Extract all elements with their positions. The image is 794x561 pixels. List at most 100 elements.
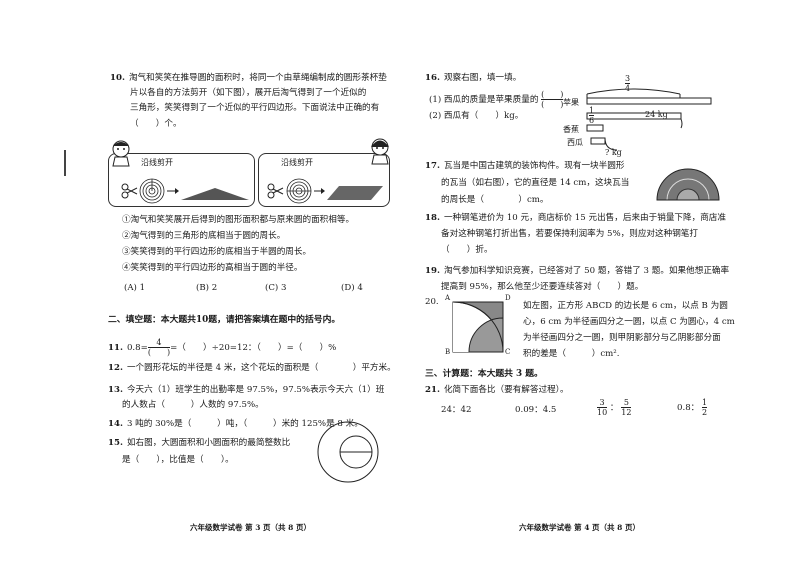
q20-number: 20. <box>425 297 439 307</box>
r4-bottom: 2 <box>702 408 708 417</box>
page-footer-4: 六年级数学试卷 第 4 页（共 8 页） <box>519 523 640 532</box>
q21-title: 21.化简下面各比（要有解答过程）。 <box>425 384 569 397</box>
cut-label-right: 沿线剪开 <box>281 158 313 167</box>
q20-text-3: 为半径画四分之一圆，则甲阴影部分与乙阴影部分面 <box>523 333 721 343</box>
q18-text-2: 备对这种钢笔打折出售，若要保持利润率为 5%，则应对这种钢笔打 <box>441 229 698 239</box>
q19-text-1: 淘气参加科学知识竞赛，已经答对了 50 题，答错了 3 题。如果他想正确率 <box>443 266 730 276</box>
q16-title-text: 观察右图，填一填。 <box>443 73 522 83</box>
q11-pre: 0.8= <box>126 343 148 353</box>
fig-24kg-label: 24 kg <box>645 110 668 119</box>
q16-item1-blank[interactable]: ( )( ) <box>541 90 564 109</box>
fig-apple-label: 苹果 <box>563 98 579 107</box>
q10-statement-2: ②淘气得到的三角形的底相当于圆的周长。 <box>122 231 286 241</box>
scissors-icon <box>267 183 284 199</box>
vertex-a-label: A <box>445 294 451 302</box>
q10-option-c[interactable]: (C) 3 <box>265 283 287 293</box>
q21-ratio-1: 24：42 <box>441 405 472 415</box>
binding-mark <box>64 150 66 176</box>
section-2-heading: 二、填空题：本大题共10题，请把答案填在题中的括号内。 <box>108 315 341 325</box>
q12: 12.一个圆形花坛的半径是 4 米，这个花坛的面积是（ ）平方米。 <box>108 362 396 375</box>
triangle-shape <box>181 188 249 200</box>
q16-item2[interactable]: (2) 西瓜有（ ）kg。 <box>429 111 524 121</box>
q13-text-2[interactable]: 的人数占（ ）人数的 97.5%。 <box>122 400 264 410</box>
q12-text[interactable]: 一个圆形花坛的半径是 4 米，这个花坛的面积是（ ）平方米。 <box>126 363 396 373</box>
q12-number: 12. <box>108 363 123 373</box>
r3b-top: 5 <box>623 398 629 407</box>
q17-text-2: 的瓦当（如右图），它的直径是 14 cm，这块瓦当 <box>441 178 630 188</box>
q14-text[interactable]: 3 吨的 30%是（ ）吨，（ ）米的 125%是 8 米。 <box>126 419 363 429</box>
vertex-b-label: B <box>445 348 451 356</box>
q10-line3: 三角形，笑笑得到了一个近似的平行四边形。下面说法中正确的有 <box>130 103 380 113</box>
q11-frac-bottom[interactable]: ( ) <box>147 348 171 357</box>
q19-text-2[interactable]: 提高到 95%，那么他至少还要连续答对（ ）题。 <box>441 282 644 292</box>
cut-figure-left-svg <box>121 178 249 204</box>
q13-text-1: 今天六（1）班学生的出勤率是 97.5%，97.5%表示今天六（1）班 <box>126 385 385 395</box>
q10-option-a[interactable]: (A) 1 <box>124 283 146 293</box>
scissors-icon <box>121 183 138 199</box>
q10-text-1: 淘气和笑笑在推导圆的面积时，将同一个由草绳编制成的圆形茶杯垫 <box>128 73 387 83</box>
q15-line1: 15.如右图，大圆面积和小圆面积的最简整数比 <box>108 437 290 450</box>
q20-text-1: 如左图，正方形 ABCD 的边长是 6 cm，以点 B 为圆 <box>523 301 728 311</box>
q18-line1: 18.一种钢笔进价为 10 元，商店标价 15 元出售，后来由于销量下降，商店准 <box>425 212 726 225</box>
q14-number: 14. <box>108 419 123 429</box>
q21-number: 21. <box>425 385 440 395</box>
q10-option-d[interactable]: (D) 4 <box>341 283 363 293</box>
q10-line4: （ ）个。 <box>130 119 182 129</box>
q15-text-1: 如右图，大圆面积和小圆面积的最简整数比 <box>126 438 291 448</box>
concentric-circle-icon <box>286 178 312 204</box>
q21-ratio-2: 0.09：4.5 <box>515 405 557 415</box>
q21-title-text: 化简下面各比（要有解答过程）。 <box>443 385 569 395</box>
q11-fraction: 4( ) <box>147 338 171 357</box>
q16-title: 16.观察右图，填一填。 <box>425 72 521 85</box>
r3a-bottom: 10 <box>597 408 608 417</box>
q11: 11.0.8=4( )=（ ）÷20=12：（ ）=（ ）% <box>108 338 336 357</box>
q10-line2: 片以各自的方法剪开（如下图），展开后淘气得到了一个近似的 <box>130 88 367 98</box>
q19-number: 19. <box>425 266 440 276</box>
q10-line1: 10.淘气和笑笑在推导圆的面积时，将同一个由草绳编制成的圆形茶杯垫 <box>110 72 387 85</box>
q18-text-1: 一种钢笔进价为 10 元，商店标价 15 元出售，后来由于销量下降，商店准 <box>443 213 726 223</box>
frac34-bottom: 4 <box>625 84 631 93</box>
q20-text-4[interactable]: 积的差是（ ）cm². <box>523 349 620 359</box>
vertex-d-label: D <box>505 294 511 302</box>
section-3-heading: 三、计算题：本大题共 3 题。 <box>425 369 543 379</box>
cut-figure-left: 沿线剪开 <box>108 153 255 207</box>
q17-text-1: 瓦当是中国古建筑的装饰构件。现有一块半圆形 <box>443 161 625 171</box>
vertex-c-label: C <box>505 348 511 356</box>
fig-melon-label: 西瓜 <box>567 138 583 147</box>
q14: 14.3 吨的 30%是（ ）吨，（ ）米的 125%是 8 米。 <box>108 418 363 431</box>
q20-square-svg <box>452 301 504 353</box>
concentric-circle-icon <box>139 178 165 204</box>
r3a-top: 3 <box>599 398 605 407</box>
q16-number: 16. <box>425 73 440 83</box>
q13-line1: 13.今天六（1）班学生的出勤率是 97.5%，97.5%表示今天六（1）班 <box>108 384 384 397</box>
cut-label-left: 沿线剪开 <box>141 158 173 167</box>
r3b-bottom: 12 <box>621 408 632 417</box>
q15-number: 15. <box>108 438 123 448</box>
q11-number: 11. <box>108 343 123 353</box>
girl-cartoon-icon <box>371 138 389 165</box>
q11-frac-top: 4 <box>156 338 162 347</box>
parallelogram-shape <box>327 186 383 200</box>
q10-statement-4: ④笑笑得到的平行四边形的高相当于圆的半径。 <box>122 263 303 273</box>
q11-post[interactable]: =（ ）÷20=12：（ ）=（ ）% <box>170 343 337 353</box>
q10-option-b[interactable]: (B) 2 <box>196 283 218 293</box>
q10-number: 10. <box>110 73 125 83</box>
fig-banana-label: 香蕉 <box>563 125 579 134</box>
q16-item1-text: (1) 西瓜的质量是苹果质量的 <box>429 95 539 105</box>
q15-circles-figure <box>317 421 379 483</box>
q13-number: 13. <box>108 385 123 395</box>
q16-item1: (1) 西瓜的质量是苹果质量的 ( )( ) <box>429 90 564 109</box>
q17-line1: 17.瓦当是中国古建筑的装饰构件。现有一块半圆形 <box>425 160 624 173</box>
q15-text-2[interactable]: 是（ ），比值是（ ）。 <box>122 455 234 465</box>
frac16-top: 1 <box>589 106 595 115</box>
boy-cartoon-icon <box>112 140 130 167</box>
r4-top: 1 <box>702 398 708 407</box>
q17-text-3[interactable]: 的周长是（ ）cm。 <box>441 195 549 205</box>
q18-text-3[interactable]: （ ）折。 <box>441 245 493 255</box>
